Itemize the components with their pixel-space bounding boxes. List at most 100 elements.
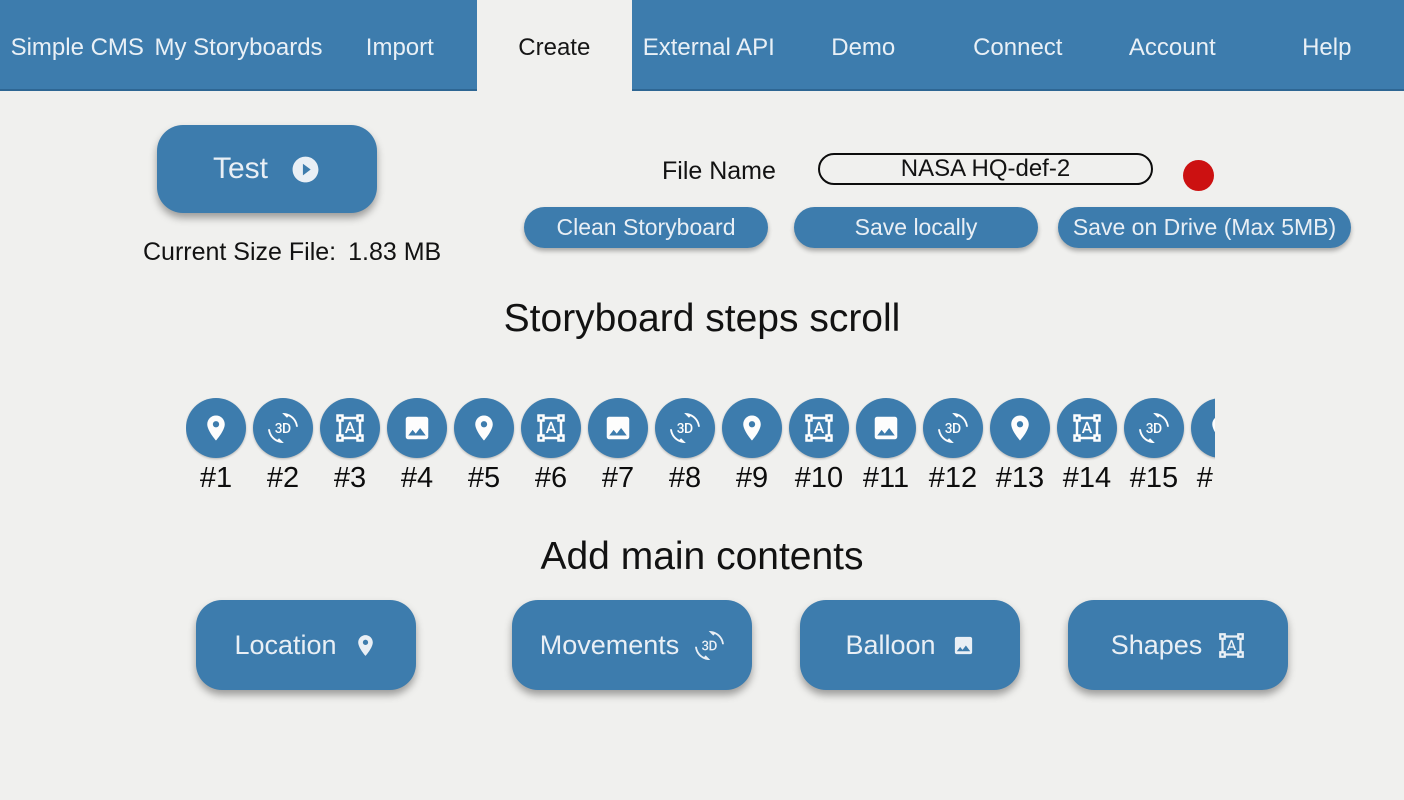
storyboard-step-8[interactable]: #8 bbox=[655, 398, 715, 500]
save-on-drive-max-5mb-button[interactable]: Save on Drive (Max 5MB) bbox=[1058, 207, 1351, 248]
storyboard-steps-scroller[interactable]: #1 #2 #3 #4 #5 #6 #7 #8 #9 #10 #11 #12 #13 #14 #15 #16 bbox=[186, 398, 1215, 500]
storyboard-step-15[interactable]: #15 bbox=[1124, 398, 1184, 500]
step-label: #3 bbox=[333, 462, 367, 494]
nav-item-label: Demo bbox=[831, 33, 896, 61]
step-label: #10 bbox=[794, 462, 844, 494]
nav-item-create[interactable]: Create bbox=[477, 0, 632, 95]
play-circle-icon bbox=[290, 154, 321, 185]
step-label: #1 bbox=[199, 462, 233, 494]
shapes-icon bbox=[1072, 413, 1102, 443]
step-circle[interactable] bbox=[454, 398, 514, 458]
step-label: #16 bbox=[1196, 462, 1215, 494]
step-circle[interactable] bbox=[387, 398, 447, 458]
nav-item-simple-cms[interactable]: Simple CMS bbox=[0, 0, 154, 95]
nav-item-label: Create bbox=[518, 33, 591, 61]
location-icon bbox=[1206, 413, 1215, 443]
nav-item-label: My Storyboards bbox=[154, 33, 323, 61]
storyboard-step-4[interactable]: #4 bbox=[387, 398, 447, 500]
shapes-icon bbox=[804, 413, 834, 443]
location-icon bbox=[1005, 413, 1035, 443]
action-button-label: Save locally bbox=[854, 214, 978, 240]
storyboard-step-5[interactable]: #5 bbox=[454, 398, 514, 500]
storyboard-step-12[interactable]: #12 bbox=[923, 398, 983, 500]
step-label: #4 bbox=[400, 462, 434, 494]
nav-item-external-api[interactable]: External API bbox=[632, 0, 787, 95]
shapes-icon bbox=[1218, 632, 1245, 659]
step-label: #8 bbox=[668, 462, 702, 494]
location-icon bbox=[353, 633, 378, 658]
storyboard-step-2[interactable]: #2 bbox=[253, 398, 313, 500]
step-circle[interactable] bbox=[789, 398, 849, 458]
step-label: #6 bbox=[534, 462, 568, 494]
storyboard-step-13[interactable]: #13 bbox=[990, 398, 1050, 500]
save-locally-button[interactable]: Save locally bbox=[794, 207, 1038, 248]
nav-item-my-storyboards[interactable]: My Storyboards bbox=[154, 0, 322, 95]
file-name-input[interactable] bbox=[818, 153, 1153, 185]
image-icon bbox=[402, 413, 432, 443]
step-circle[interactable] bbox=[923, 398, 983, 458]
nav-item-import[interactable]: Import bbox=[323, 0, 478, 95]
add-shapes-button[interactable]: Shapes bbox=[1068, 600, 1288, 690]
step-circle[interactable] bbox=[1124, 398, 1184, 458]
shapes-icon bbox=[536, 413, 566, 443]
nav-item-connect[interactable]: Connect bbox=[941, 0, 1096, 95]
storyboard-step-11[interactable]: #11 bbox=[856, 398, 916, 500]
action-button-label: Save on Drive (Max 5MB) bbox=[1072, 214, 1337, 240]
clean-storyboard-button[interactable]: Clean Storyboard bbox=[524, 207, 768, 248]
add-location-button[interactable]: Location bbox=[196, 600, 416, 690]
storyboard-step-10[interactable]: #10 bbox=[789, 398, 849, 500]
add-movements-button[interactable]: Movements bbox=[512, 600, 752, 690]
storyboard-step-14[interactable]: #14 bbox=[1057, 398, 1117, 500]
step-circle[interactable] bbox=[1057, 398, 1117, 458]
storyboard-step-3[interactable]: #3 bbox=[320, 398, 380, 500]
shapes-icon bbox=[335, 413, 365, 443]
step-circle[interactable] bbox=[655, 398, 715, 458]
step-label: #12 bbox=[928, 462, 978, 494]
nav-item-account[interactable]: Account bbox=[1095, 0, 1249, 95]
step-circle[interactable] bbox=[186, 398, 246, 458]
location-icon bbox=[201, 413, 231, 443]
image-icon bbox=[871, 413, 901, 443]
add-main-contents-title: Add main contents bbox=[540, 535, 864, 578]
add-balloon-button[interactable]: Balloon bbox=[800, 600, 1020, 690]
nav-item-label: External API bbox=[642, 33, 775, 61]
content-button-label: Shapes bbox=[1110, 629, 1203, 660]
step-circle[interactable] bbox=[253, 398, 313, 458]
storyboard-steps-title: Storyboard steps scroll bbox=[503, 297, 901, 340]
step-label: #13 bbox=[995, 462, 1045, 494]
step-circle[interactable] bbox=[588, 398, 648, 458]
image-icon bbox=[952, 634, 975, 657]
nav-item-help[interactable]: Help bbox=[1250, 0, 1404, 95]
rotation-3d-icon bbox=[1139, 413, 1169, 443]
current-size-label: Current Size File: bbox=[143, 238, 337, 266]
step-label: #7 bbox=[601, 462, 635, 494]
content-button-label: Movements bbox=[539, 629, 680, 660]
step-circle[interactable] bbox=[320, 398, 380, 458]
step-label: #14 bbox=[1062, 462, 1112, 494]
rotation-3d-icon bbox=[938, 413, 968, 443]
location-icon bbox=[469, 413, 499, 443]
content-button-label: Balloon bbox=[845, 629, 936, 660]
rotation-3d-icon bbox=[695, 630, 725, 660]
step-circle[interactable] bbox=[521, 398, 581, 458]
step-circle[interactable] bbox=[856, 398, 916, 458]
storyboard-step-6[interactable]: #6 bbox=[521, 398, 581, 500]
image-icon bbox=[603, 413, 633, 443]
storyboard-step-7[interactable]: #7 bbox=[588, 398, 648, 500]
step-circle[interactable] bbox=[990, 398, 1050, 458]
test-button-label: Test bbox=[212, 152, 269, 185]
step-label: #2 bbox=[266, 462, 300, 494]
step-circle[interactable] bbox=[722, 398, 782, 458]
action-button-label: Clean Storyboard bbox=[556, 214, 736, 240]
nav-item-demo[interactable]: Demo bbox=[786, 0, 940, 95]
file-name-label: File Name bbox=[662, 157, 776, 185]
rotation-3d-icon bbox=[670, 413, 700, 443]
storyboard-step-9[interactable]: #9 bbox=[722, 398, 782, 500]
test-button[interactable]: Test bbox=[157, 125, 377, 213]
nav-item-label: Account bbox=[1128, 33, 1216, 61]
storyboard-step-1[interactable]: #1 bbox=[186, 398, 246, 500]
current-size-file: Current Size File:1.83 MB bbox=[143, 238, 441, 267]
storyboard-step-16[interactable]: #16 bbox=[1191, 398, 1215, 500]
step-circle[interactable] bbox=[1191, 398, 1215, 458]
